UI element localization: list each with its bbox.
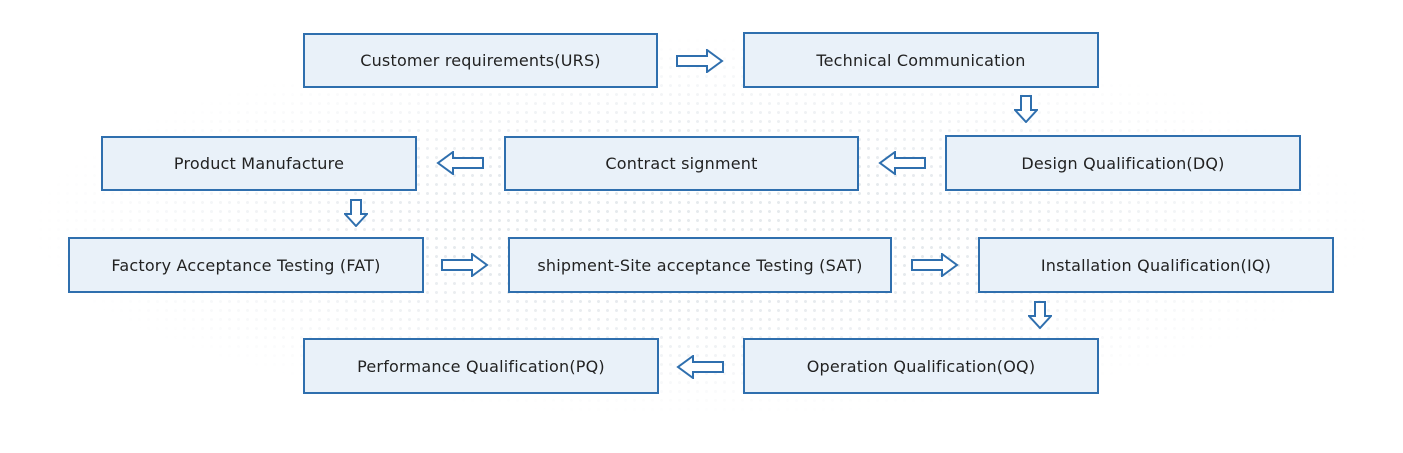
arrow-right-icon bbox=[911, 253, 959, 277]
step-installation-qualification: Installation Qualification(IQ) bbox=[978, 237, 1334, 293]
arrow-right-icon bbox=[441, 253, 489, 277]
step-operation-qualification: Operation Qualification(OQ) bbox=[743, 338, 1099, 394]
arrow-left-icon bbox=[676, 355, 724, 379]
step-design-qualification: Design Qualification(DQ) bbox=[945, 135, 1301, 191]
step-technical-communication: Technical Communication bbox=[743, 32, 1099, 88]
arrow-down-icon bbox=[344, 199, 368, 227]
step-product-manufacture: Product Manufacture bbox=[101, 136, 417, 191]
step-site-acceptance-testing: shipment-Site acceptance Testing (SAT) bbox=[508, 237, 892, 293]
arrow-left-icon bbox=[878, 151, 926, 175]
arrow-down-icon bbox=[1028, 301, 1052, 329]
arrow-down-icon bbox=[1014, 95, 1038, 123]
step-customer-requirements: Customer requirements(URS) bbox=[303, 33, 658, 88]
arrow-right-icon bbox=[676, 49, 724, 73]
step-performance-qualification: Performance Qualification(PQ) bbox=[303, 338, 659, 394]
step-contract-signment: Contract signment bbox=[504, 136, 859, 191]
step-factory-acceptance-testing: Factory Acceptance Testing (FAT) bbox=[68, 237, 424, 293]
arrow-left-icon bbox=[436, 151, 484, 175]
